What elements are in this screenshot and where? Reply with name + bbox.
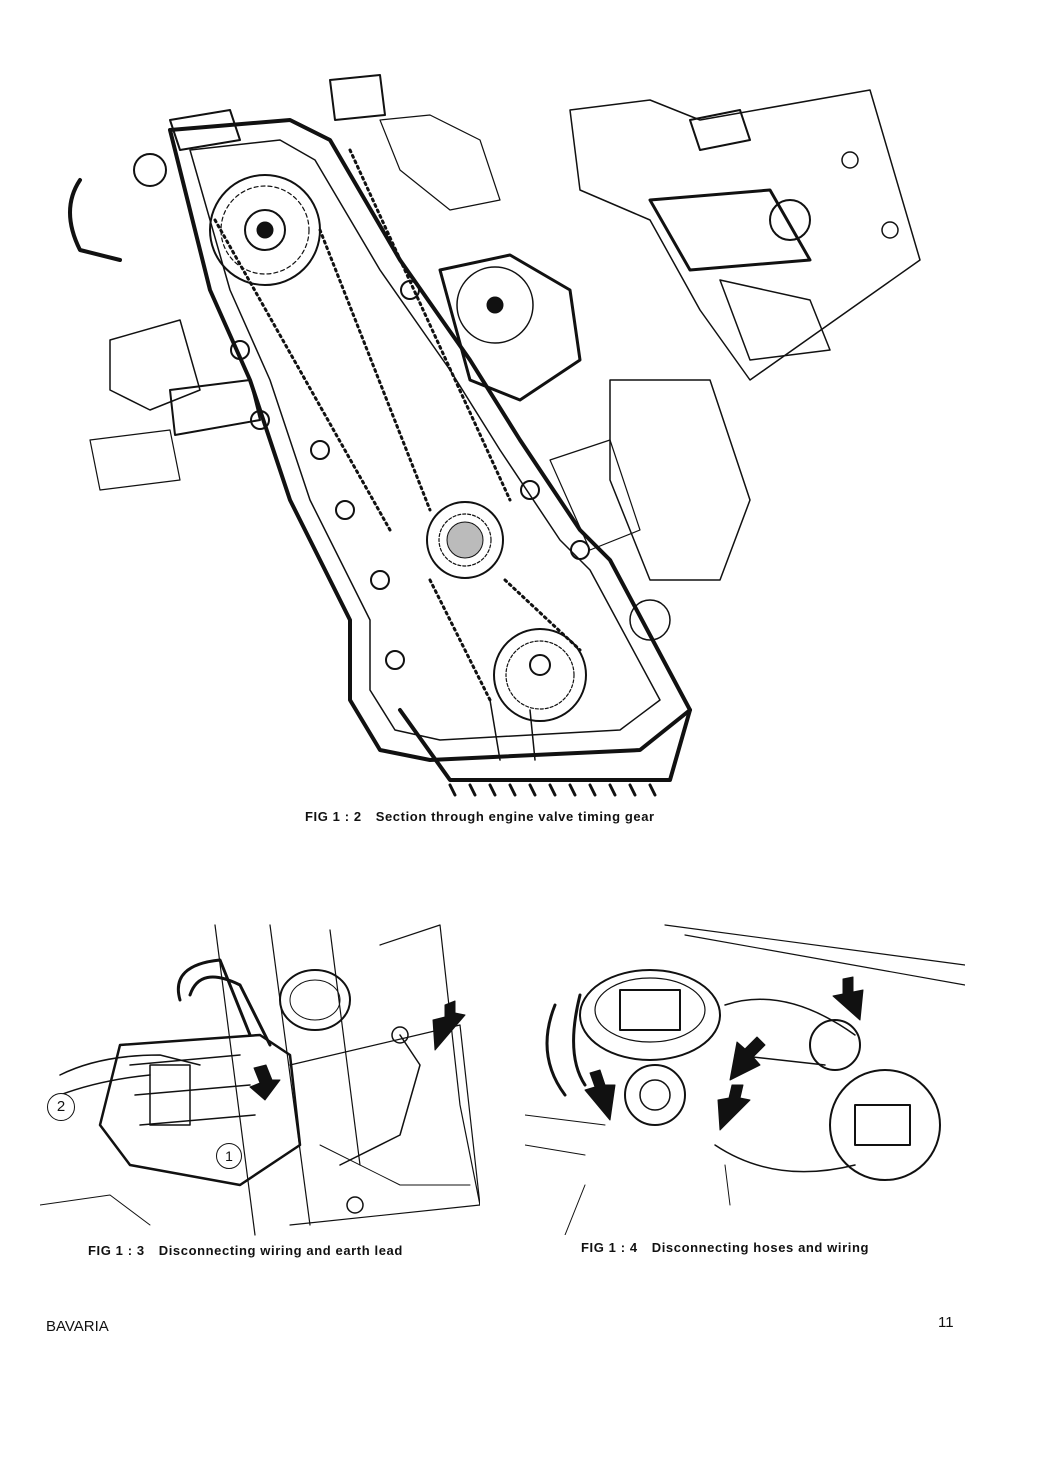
page-number: 11	[938, 1314, 954, 1331]
distributor-wiring-drawing: 2 1	[40, 905, 480, 1240]
oil-pump-sprocket	[493, 628, 587, 722]
engine-timing-gear-drawing	[50, 60, 950, 810]
arrow-icon	[832, 976, 864, 1021]
callout-2: 2	[47, 1093, 75, 1121]
figure-caption-text: Disconnecting wiring and earth lead	[158, 1243, 403, 1258]
arrow-icon	[249, 1064, 281, 1101]
crankshaft-sprocket	[426, 501, 504, 579]
figure-1-4-caption: FIG 1 : 4 Disconnecting hoses and wiring	[581, 1240, 869, 1255]
water-pump	[438, 253, 582, 402]
brake-servo-unit	[809, 1019, 941, 1181]
arrow-icon	[729, 1036, 766, 1081]
figure-number: FIG 1 : 3	[88, 1243, 145, 1258]
arrow-icon	[432, 1000, 466, 1051]
carburettor-hoses-drawing	[525, 905, 965, 1235]
figure-1-3-caption: FIG 1 : 3 Disconnecting wiring and earth …	[88, 1243, 403, 1258]
callout-1: 1	[216, 1143, 242, 1169]
camshaft-sprocket	[209, 174, 321, 286]
arrow-icon	[717, 1084, 751, 1131]
book-title: BAVARIA	[46, 1318, 109, 1335]
distributor	[98, 1033, 302, 1187]
figure-1-2-caption: FIG 1 : 2 Section through engine valve ti…	[305, 809, 655, 824]
figure-caption-text: Section through engine valve timing gear	[375, 809, 655, 824]
figure-number: FIG 1 : 4	[581, 1240, 638, 1255]
arrow-icon	[584, 1069, 616, 1121]
figure-caption-text: Disconnecting hoses and wiring	[651, 1240, 870, 1255]
oil-filler-cap	[279, 969, 351, 1031]
figure-number: FIG 1 : 2	[305, 809, 362, 824]
carburettor	[579, 969, 721, 1126]
inset-tensioner-detail	[569, 89, 921, 381]
